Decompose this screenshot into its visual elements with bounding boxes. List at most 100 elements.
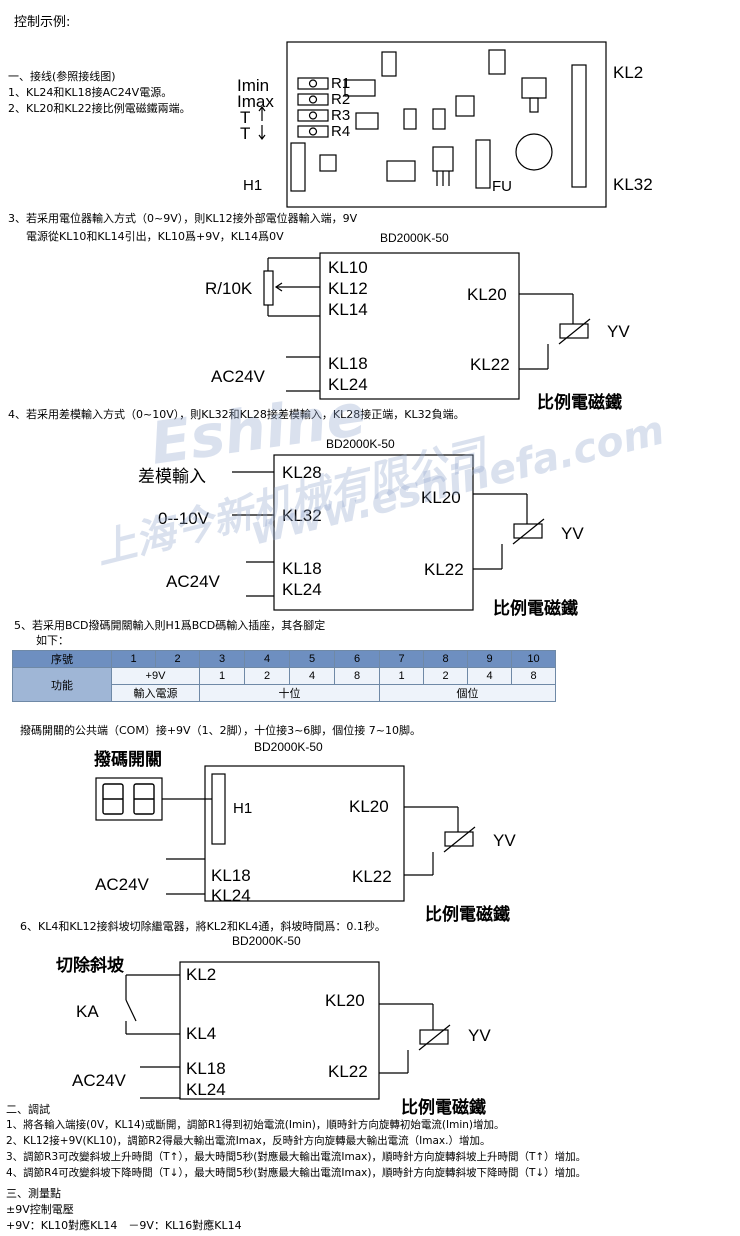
section1-line-1: 1、KL24和KL18接AC24V電源。 [8, 86, 173, 99]
item5-coil-label: YV [493, 831, 516, 850]
bcd-func-9: 4 [467, 667, 512, 685]
section3-heading: 三、測量點 [6, 1187, 61, 1200]
item4-ac-label: AC24V [166, 572, 220, 591]
bcd-function-header: 功能 [12, 667, 112, 702]
section2-heading: 二、調試 [6, 1103, 50, 1116]
item5-term-kl22: KL22 [352, 867, 392, 886]
item6-cut-label: 切除斜坡 [56, 956, 124, 975]
item3-coil-label: YV [607, 322, 630, 341]
item3-model: BD2000K-50 [380, 231, 449, 245]
section1-heading: 一、接线(参照接线图) [8, 70, 116, 83]
item6-coil-label: YV [468, 1026, 491, 1045]
item3-magnet-label: 比例電磁鐵 [537, 393, 622, 412]
item3-term-kl10: KL10 [328, 258, 368, 277]
d3-potentiometer [263, 270, 274, 306]
page-title: 控制示例: [14, 15, 71, 30]
board-t-up-label: T [240, 108, 251, 127]
item6-ac-label: AC24V [72, 1071, 126, 1090]
item6-term-kl22: KL22 [328, 1062, 368, 1081]
item6-term-kl2: KL2 [186, 965, 217, 984]
board-t-down-label: T [240, 124, 251, 143]
board-imin-label: Imin [237, 76, 270, 95]
item4-input-label: 差模輸入 [138, 467, 206, 486]
bcd-row-group: 輸入電源 十位 個位 [13, 684, 556, 702]
section3-line-1: ±9V控制電壓 [6, 1203, 74, 1216]
bcd-pin-8: 8 [423, 650, 468, 668]
item3-term-kl18: KL18 [328, 354, 368, 373]
bcd-pin-6: 6 [334, 650, 380, 668]
item6-term-kl24: KL24 [186, 1080, 226, 1099]
item6-term-kl4: KL4 [186, 1024, 217, 1043]
board-r2-label: R2 [331, 91, 351, 108]
bcd-func-6: 8 [334, 667, 380, 685]
board-imax-label: Imax [237, 92, 274, 111]
item4-term-kl22: KL22 [424, 560, 464, 579]
item5-magnet-label: 比例電磁鐵 [425, 905, 510, 924]
item3-line-1: 3、若采用電位器輸入方式（0~9V），則KL12接外部電位器輸入端，9V [8, 212, 358, 225]
board-kl32-label: KL32 [613, 175, 653, 194]
item5-model: BD2000K-50 [254, 740, 323, 754]
item5-ac-label: AC24V [95, 875, 149, 894]
dip-switch-digits [102, 783, 155, 815]
bcd-pin-table: 序號 1 2 3 4 5 6 7 8 9 10 功能 +9V 1 2 4 8 1… [12, 650, 556, 702]
item6-line: 6、KL4和KL12接斜坡切除繼電器，將KL2和KL4通，斜坡時間爲：0.1秒。 [20, 920, 386, 933]
bcd-pin-10: 10 [511, 650, 556, 668]
bcd-func-8: 2 [423, 667, 468, 685]
d4-module-box [273, 454, 474, 611]
item5-term-kl24: KL24 [211, 886, 251, 905]
section2-line-3: 3、調節R3可改變斜坡上升時間（T↑），最大時間5秒(對應最大輸出電流Imax)… [6, 1151, 587, 1163]
board-kl2-label: KL2 [613, 63, 644, 82]
item5-line-1: 5、若采用BCD撥碼開關輸入則H1爲BCD碼輸入插座，其各腳定 [14, 619, 326, 632]
bcd-group-tens: 十位 [199, 684, 380, 702]
item5-term-kl20: KL20 [349, 797, 389, 816]
item3-line-2: 電源從KL10和KL14引出，KL10爲+9V，KL14爲0V [26, 230, 284, 243]
item5-h1-label: H1 [233, 800, 253, 817]
item4-magnet-label: 比例電磁鐵 [493, 599, 578, 618]
item4-term-kl28: KL28 [282, 463, 322, 482]
section2-line-4: 4、調節R4可改變斜坡下降時間（T↓），最大時間5秒(對應最大輸出電流Imax)… [6, 1167, 587, 1179]
item5-note: 撥碼開關的公共端（COM）接+9V（1、2脚），十位接3~6脚，個位接 7~10… [20, 724, 421, 737]
bcd-func-power: +9V [111, 667, 200, 685]
bcd-pin-4: 4 [244, 650, 290, 668]
bcd-pin-2: 2 [155, 650, 200, 668]
bcd-row-pin: 序號 1 2 3 4 5 6 7 8 9 10 [12, 650, 556, 668]
bcd-pin-9: 9 [467, 650, 512, 668]
board-r1-label: R1 [331, 75, 351, 92]
d3-module-box [319, 252, 520, 400]
item6-term-kl18: KL18 [186, 1059, 226, 1078]
item5-term-kl18: KL18 [211, 866, 251, 885]
board-r3-label: R3 [331, 107, 351, 124]
item3-term-kl14: KL14 [328, 300, 368, 319]
item4-range-label: 0--10V [158, 509, 210, 528]
item4-term-kl20: KL20 [421, 488, 461, 507]
item6-term-kl20: KL20 [325, 991, 365, 1010]
item4-term-kl32: KL32 [282, 506, 322, 525]
item6-model: BD2000K-50 [232, 934, 301, 948]
bcd-func-3: 1 [199, 667, 245, 685]
bcd-func-7: 1 [379, 667, 424, 685]
d5-h1-socket [211, 773, 226, 845]
board-h1-label: H1 [243, 177, 263, 194]
bcd-func-4: 2 [244, 667, 290, 685]
bcd-func-5: 4 [289, 667, 335, 685]
item3-term-kl24: KL24 [328, 375, 368, 394]
item3-pot-label: R/10K [205, 279, 253, 298]
item6-magnet-label: 比例電磁鐵 [401, 1098, 486, 1117]
d6-module-box [179, 961, 380, 1100]
d5-module-box [204, 765, 405, 902]
item3-term-kl20: KL20 [467, 285, 507, 304]
item5-switch-label: 撥碼開關 [94, 750, 162, 769]
bcd-row-function: 功能 +9V 1 2 4 8 1 2 4 8 [12, 667, 556, 702]
bcd-pin-5: 5 [289, 650, 335, 668]
bcd-group-units: 個位 [379, 684, 556, 702]
bcd-pin-1: 1 [111, 650, 156, 668]
bcd-group-power: 輸入電源 [111, 684, 200, 702]
section2-line-2: 2、KL12接+9V(KL10)，調節R2得最大輸出電流Imax，反時針方向旋轉… [6, 1135, 491, 1147]
bcd-pin-7: 7 [379, 650, 424, 668]
item3-ac-label: AC24V [211, 367, 265, 386]
item4-term-kl24: KL24 [282, 580, 322, 599]
item6-ka-label: KA [76, 1002, 99, 1021]
bcd-pin-header: 序號 [12, 650, 112, 668]
item3-term-kl22: KL22 [470, 355, 510, 374]
